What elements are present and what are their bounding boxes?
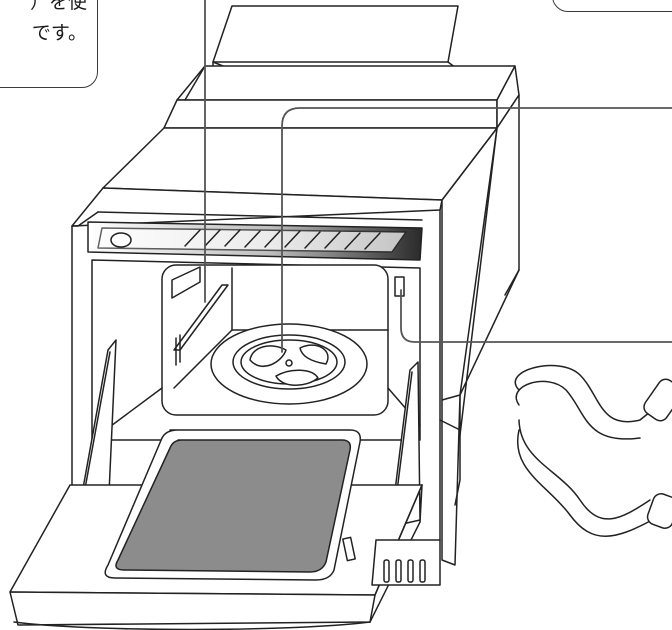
leader-lines	[204, 0, 672, 353]
turntable-plate	[210, 323, 368, 405]
base-vents	[371, 539, 441, 586]
callout-line-2: です。	[31, 22, 87, 44]
cabinet-front-frame	[71, 127, 498, 576]
power-cord	[514, 364, 672, 537]
cabinet-right-side	[439, 94, 520, 566]
cabinet-top	[163, 65, 520, 129]
callout-box-right	[552, 0, 672, 12]
callout-text: ）を使です。	[30, 0, 87, 49]
callout-line-1: ）を使	[29, 0, 87, 13]
crumb-tray	[104, 429, 362, 581]
callout-box: ）を使です。	[0, 0, 98, 88]
heater-strip	[87, 221, 423, 261]
